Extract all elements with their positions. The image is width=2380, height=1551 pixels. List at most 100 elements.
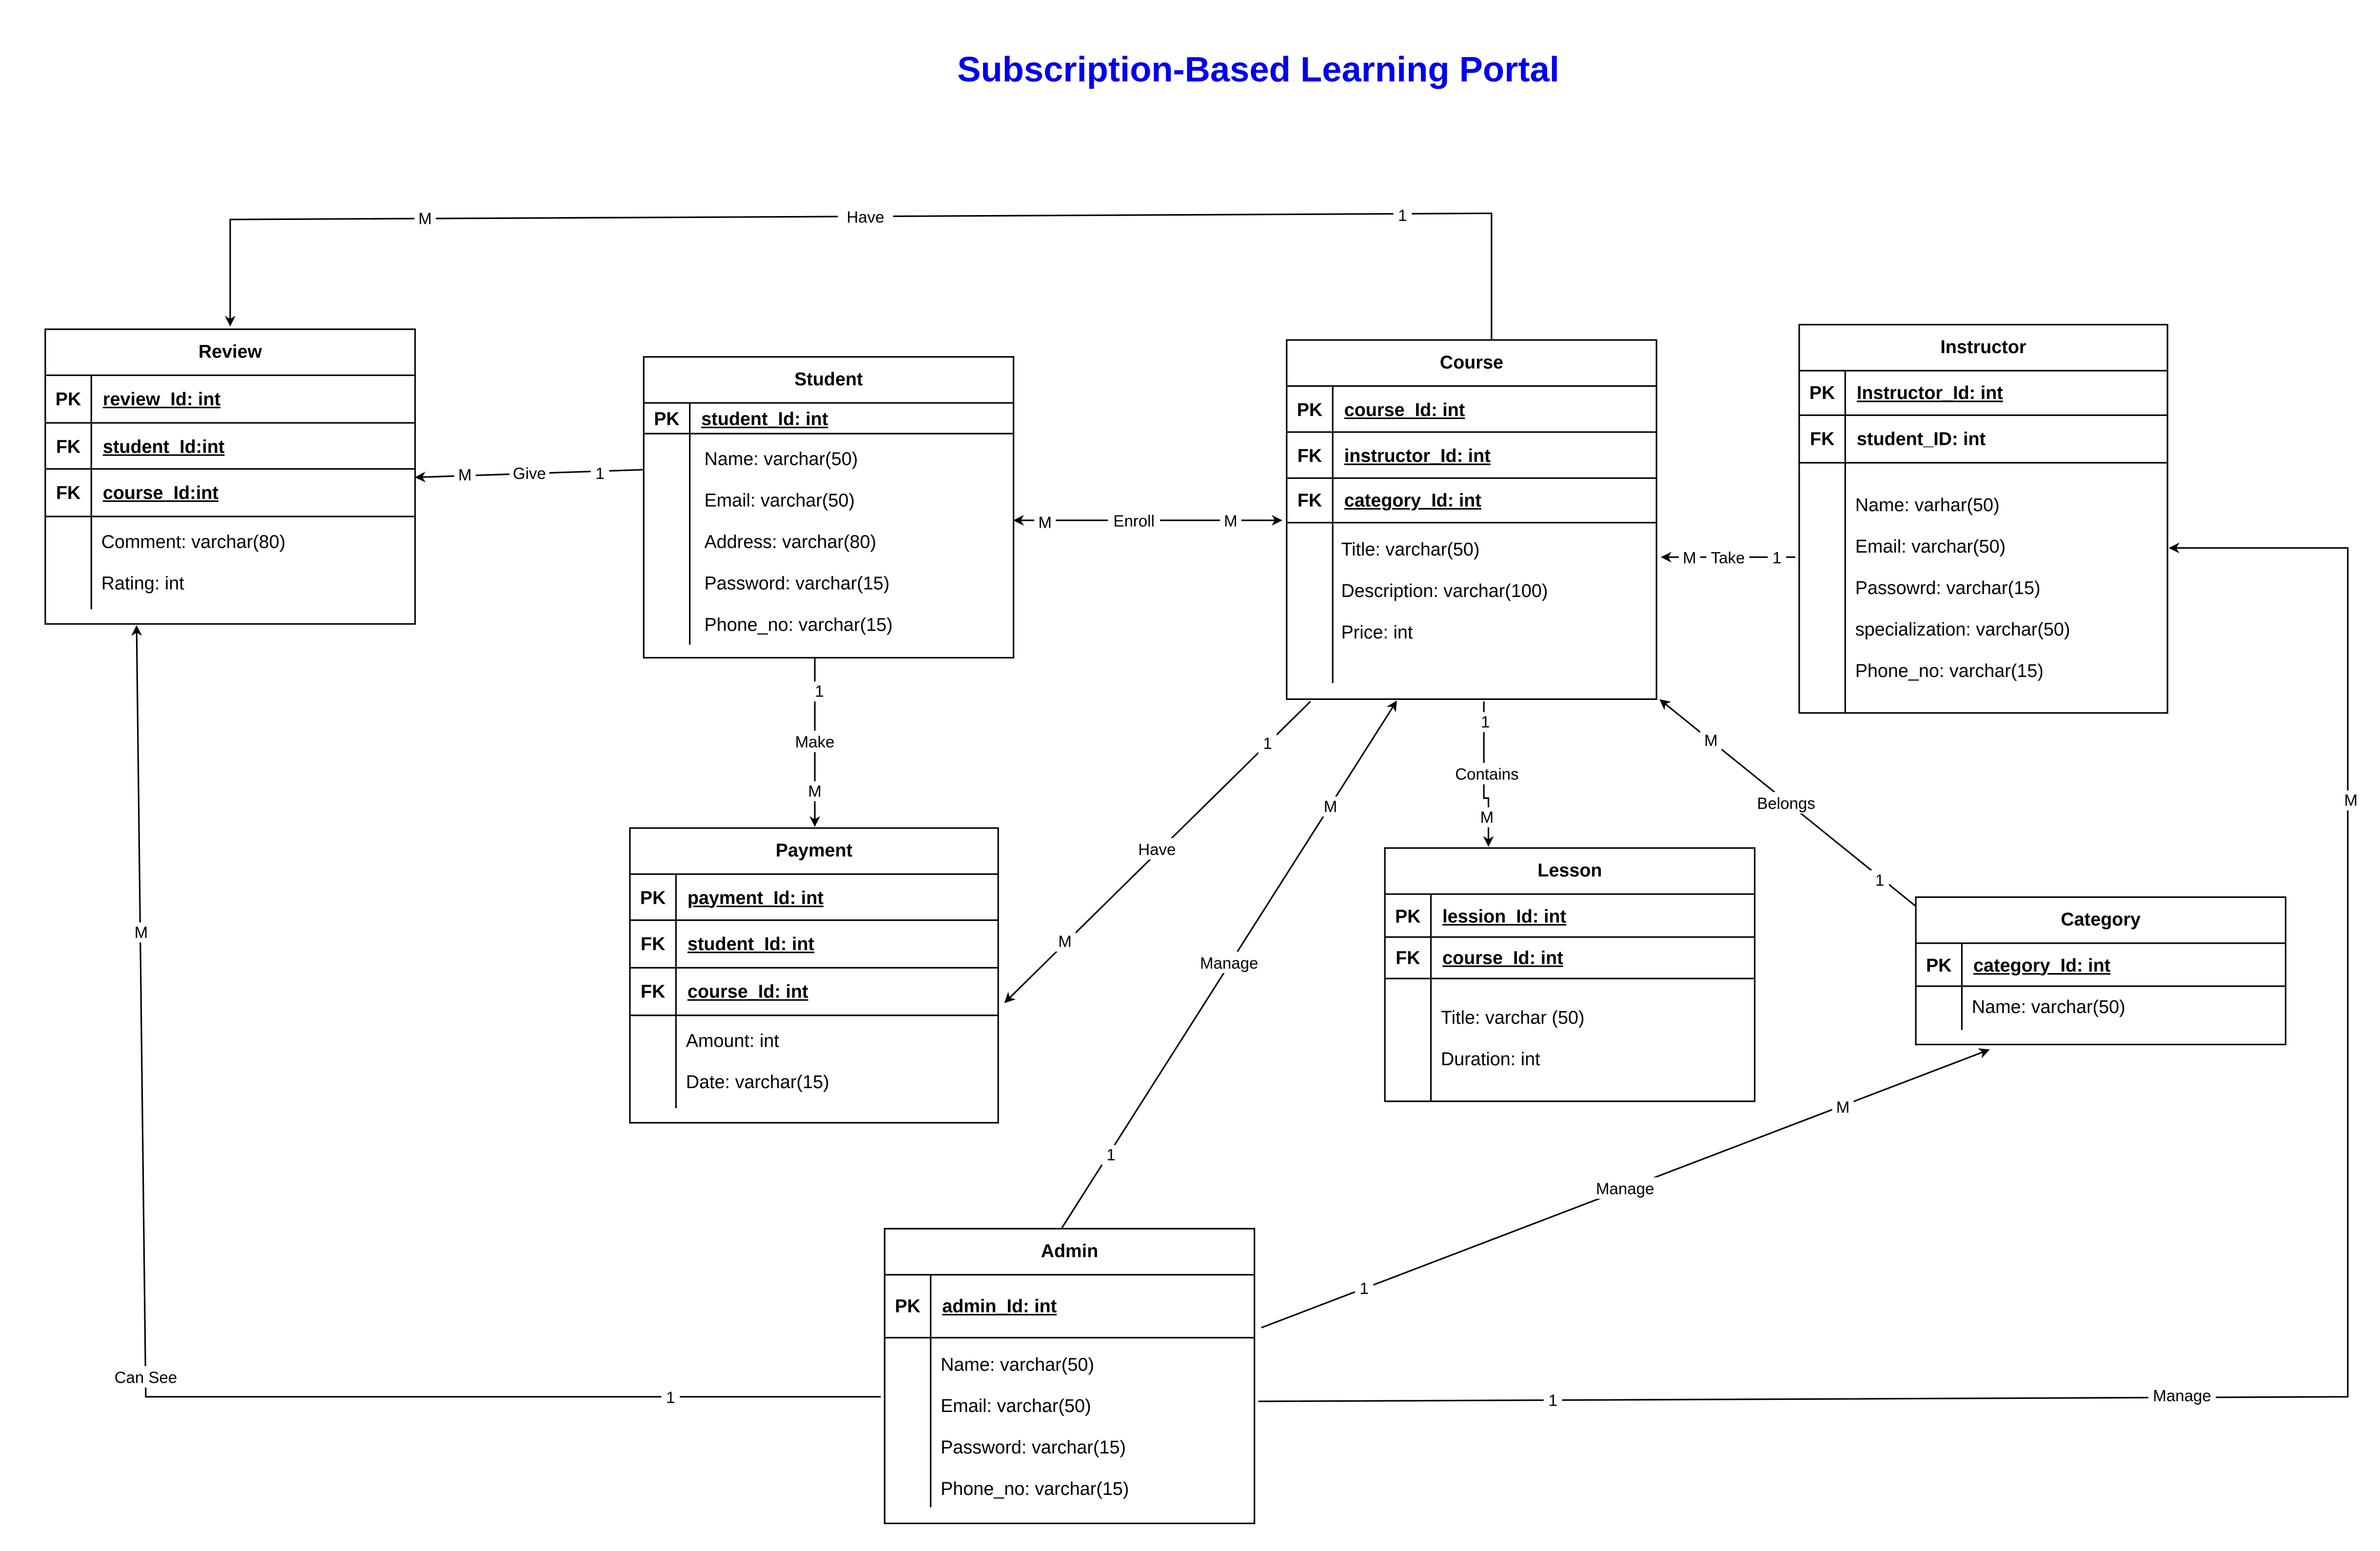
attribute: Title: varchar (50) [1441, 1007, 1585, 1029]
entity-course[interactable]: Course PK course_Id: int FK instructor_I… [1286, 339, 1657, 700]
entity-name: Category [1916, 898, 2285, 944]
key-name: student_Id: int [687, 933, 815, 955]
key-name: review_Id: int [102, 388, 221, 410]
edge-admin-category: Manage 1 M [1261, 1048, 1990, 1329]
edge-label-instructor-course: Take [1711, 549, 1745, 567]
attribute: specialization: varchar(50) [1855, 618, 2070, 640]
entity-name: Review [46, 330, 414, 377]
edge-category-course: Belongs 1 M [1659, 699, 1916, 906]
attribute-list: Comment: varchar(80) Rating: int [46, 517, 414, 625]
key-type: PK [630, 875, 677, 920]
attribute: Name: varchar(50) [704, 448, 858, 470]
cardinality-course-lesson-to: M [1480, 809, 1494, 827]
cardinality-admin-instructor-from: 1 [1549, 1392, 1557, 1410]
entity-name: Payment [630, 829, 998, 875]
key-name: course_Id: int [1344, 398, 1465, 420]
cardinality-course-review-from: 1 [1398, 207, 1407, 225]
diagram-title: Subscription-Based Learning Portal [957, 49, 1559, 89]
key-type: PK [1287, 387, 1334, 432]
attribute: Passowrd: varchar(15) [1855, 577, 2041, 599]
edge-label-student-review: Give [513, 465, 546, 483]
key-type: FK [1800, 416, 1846, 462]
edge-course-payment: Have 1 M [1004, 701, 1311, 1003]
key-row: FK student_Id: int [630, 921, 998, 969]
attribute: Phone_no: varchar(15) [704, 614, 893, 636]
attribute-list: Name: varchar(50) [1917, 987, 2285, 1046]
key-name: payment_Id: int [687, 886, 824, 908]
attribute: Phone_no: varchar(15) [1855, 660, 2044, 682]
key-name: category_Id: int [1973, 954, 2111, 975]
edge-label-admin-category: Manage [1596, 1180, 1654, 1198]
entity-category[interactable]: Category PK category_Id: int Name: varch… [1915, 896, 2287, 1046]
attribute-list: Name: varhar(50) Email: varchar(50) Pass… [1800, 463, 2166, 713]
key-name: student_ID: int [1856, 428, 1986, 450]
attribute: Phone_no: varchar(15) [941, 1478, 1129, 1500]
cardinality-student-payment-from: 1 [815, 683, 824, 701]
attribute: Date: varchar(15) [686, 1071, 829, 1093]
key-row: FK category_Id: int [1287, 478, 1656, 524]
edge-admin-review: Can See 1 M [110, 625, 881, 1408]
cardinality-student-payment-to: M [808, 782, 822, 800]
cardinality-admin-course-to: M [1324, 798, 1338, 816]
key-row: PK admin_Id: int [885, 1275, 1254, 1339]
edge-instructor-course: Take 1 M [1660, 546, 1795, 568]
cardinality-student-course-to: M [1224, 512, 1238, 530]
attribute-list: Amount: int Date: varchar(15) [630, 1016, 997, 1123]
key-name: course_Id:int [102, 482, 219, 504]
key-type: FK [46, 423, 92, 468]
cardinality-course-review-to: M [418, 210, 432, 228]
attribute: Description: varchar(100) [1341, 580, 1548, 602]
attribute: Password: varchar(15) [941, 1436, 1126, 1458]
attribute: Comment: varchar(80) [101, 531, 286, 553]
key-name: lession_Id: int [1442, 905, 1567, 927]
entity-name: Student [644, 358, 1013, 404]
edge-admin-course: Manage 1 M [1061, 700, 1397, 1229]
entity-admin[interactable]: Admin PK admin_Id: int Name: varchar(50)… [884, 1228, 1256, 1524]
cardinality-course-lesson-from: 1 [1481, 714, 1490, 732]
entity-student[interactable]: Student PK student_Id: int Name: varchar… [643, 356, 1015, 659]
cardinality-admin-category-to: M [1836, 1099, 1850, 1117]
entity-lesson[interactable]: Lesson PK lession_Id: int FK course_Id: … [1384, 847, 1756, 1102]
attribute-list: Name: varchar(50) Email: varchar(50) Pas… [885, 1338, 1254, 1523]
cardinality-instructor-course-to: M [1683, 549, 1696, 567]
key-name: student_Id: int [701, 407, 828, 429]
key-name: instructor_Id: int [1344, 444, 1491, 466]
edge-label-course-lesson: Contains [1455, 766, 1518, 784]
edge-label-student-payment: Make [795, 734, 835, 752]
entity-name: Admin [885, 1230, 1254, 1276]
attribute: Title: varchar(50) [1341, 538, 1480, 560]
key-row: PK review_Id: int [46, 376, 414, 424]
attribute: Amount: int [686, 1030, 779, 1052]
key-type: PK [46, 376, 92, 422]
key-name: category_Id: int [1344, 489, 1481, 511]
key-row: PK lession_Id: int [1385, 895, 1754, 938]
attribute: Rating: int [101, 572, 184, 594]
key-row: FK course_Id:int [46, 469, 414, 517]
entity-instructor[interactable]: Instructor PK Instructor_Id: int FK stud… [1798, 324, 2168, 714]
cardinality-admin-instructor-to: M [2344, 792, 2358, 810]
attribute-list: Title: varchar (50) Duration: int [1386, 979, 1754, 1101]
key-row: PK student_Id: int [644, 403, 1013, 435]
key-name: student_Id:int [102, 435, 225, 457]
key-row: PK category_Id: int [1916, 944, 2285, 987]
attribute-list: Name: varchar(50) Email: varchar(50) Add… [645, 434, 1013, 657]
key-type: PK [1800, 371, 1846, 415]
key-type: PK [1386, 895, 1432, 936]
key-type: FK [630, 968, 677, 1015]
attribute: Address: varchar(80) [704, 531, 877, 553]
key-row: PK payment_Id: int [630, 875, 998, 921]
edge-label-course-payment: Have [1138, 841, 1176, 859]
attribute: Password: varchar(15) [704, 572, 890, 594]
entity-review[interactable]: Review PK review_Id: int FK student_Id:i… [44, 328, 416, 625]
entity-payment[interactable]: Payment PK payment_Id: int FK student_Id… [629, 827, 999, 1124]
edge-label-admin-course: Manage [1200, 954, 1258, 973]
edge-student-course: Enroll M M [1013, 509, 1282, 533]
attribute: Email: varchar(50) [1855, 536, 2006, 557]
key-name: course_Id: int [687, 980, 808, 1002]
edge-admin-instructor: Manage 1 M [1258, 542, 2362, 1411]
key-name: course_Id: int [1442, 947, 1563, 969]
key-row: FK student_Id:int [46, 423, 414, 470]
key-type: PK [1917, 944, 1963, 986]
